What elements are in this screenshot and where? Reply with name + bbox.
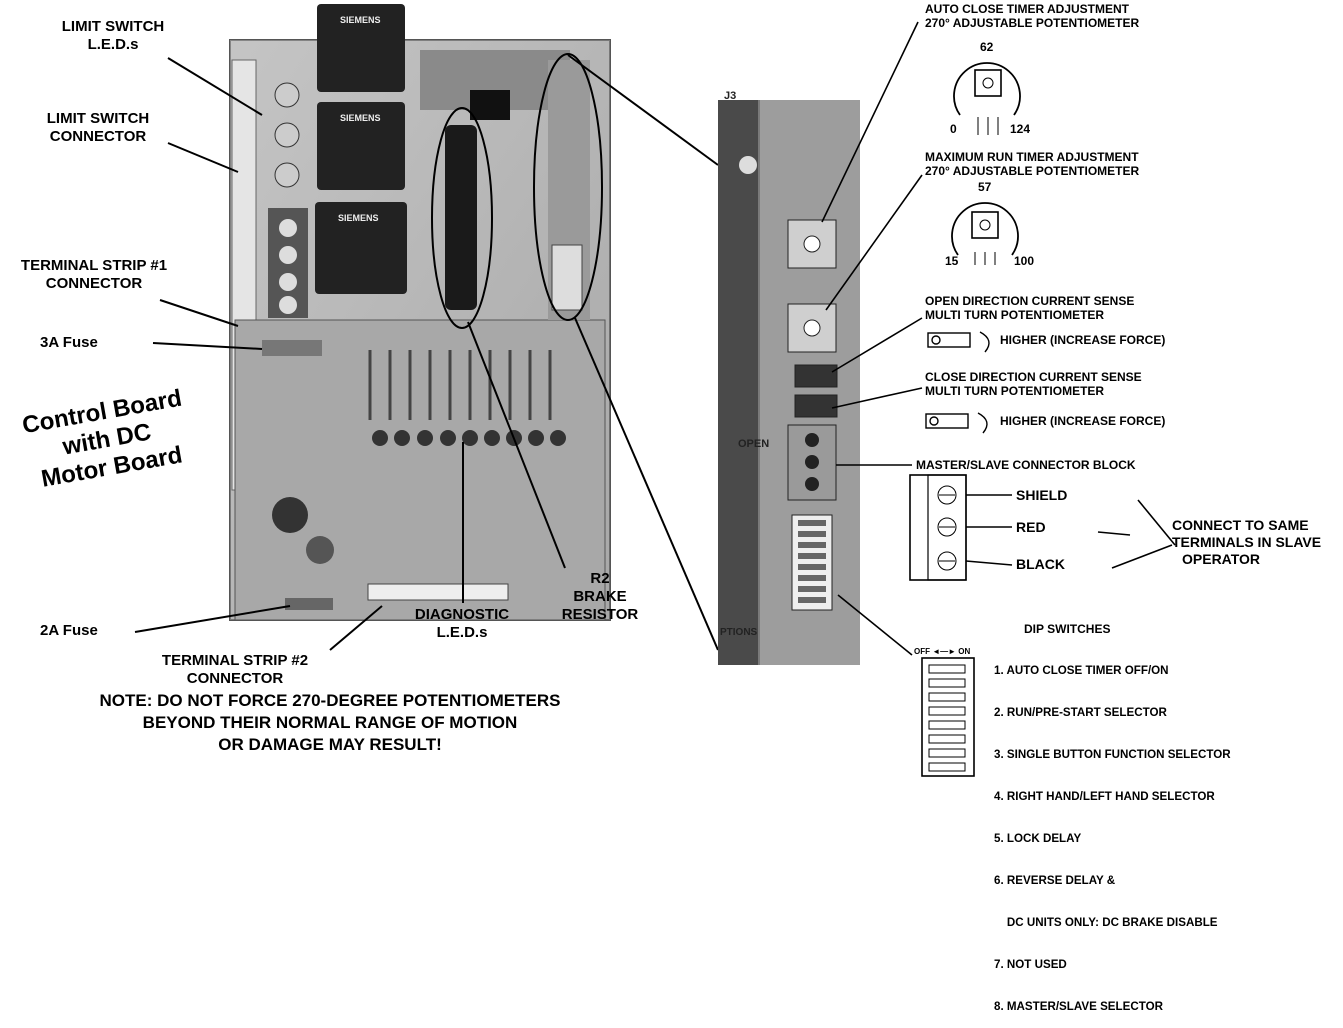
max-run-title: MAXIMUM RUN TIMER ADJUSTMENT 270° ADJUST… bbox=[925, 150, 1140, 178]
board-illustration bbox=[134, 4, 1176, 777]
terminal-strip-1-label: TERMINAL STRIP #1 CONNECTOR bbox=[20, 257, 168, 292]
dip-switches-title: DIP SWITCHES bbox=[1024, 622, 1111, 636]
dip-item: 2. RUN/PRE-START SELECTOR bbox=[994, 706, 1167, 719]
r2-brake-resistor-label: R2 BRAKE RESISTOR bbox=[561, 570, 639, 623]
shield-label: SHIELD bbox=[1016, 487, 1068, 503]
max-run-pot-symbol bbox=[951, 202, 1019, 265]
terminal-strip-1-block bbox=[268, 208, 308, 318]
close-sense-hint: HIGHER (INCREASE FORCE) bbox=[1000, 414, 1166, 428]
relay-label: SIEMENS bbox=[338, 213, 379, 223]
relay-label: SIEMENS bbox=[340, 113, 381, 123]
max-run-min: 15 bbox=[945, 254, 959, 268]
dip-switch-symbol bbox=[921, 657, 975, 777]
detail-open-label: OPEN bbox=[738, 438, 770, 450]
auto-close-title: AUTO CLOSE TIMER ADJUSTMENT 270° ADJUSTA… bbox=[925, 2, 1140, 30]
dip-item: 1. AUTO CLOSE TIMER OFF/ON bbox=[994, 664, 1169, 677]
dip-item: 4. RIGHT HAND/LEFT HAND SELECTOR bbox=[994, 790, 1215, 803]
fuse-3a-label: 3A Fuse bbox=[40, 334, 98, 351]
dip-item: 8. MASTER/SLAVE SELECTOR bbox=[994, 1000, 1163, 1013]
master-slave-block-symbol bbox=[909, 474, 967, 581]
warning-note: NOTE: DO NOT FORCE 270-DEGREE POTENTIOME… bbox=[99, 691, 561, 754]
brake-resistor bbox=[445, 125, 477, 310]
terminal-strip-2-label: TERMINAL STRIP #2 CONNECTOR bbox=[161, 652, 309, 687]
detail-board bbox=[718, 100, 860, 665]
open-sense-hint: HIGHER (INCREASE FORCE) bbox=[1000, 333, 1166, 347]
connector-oval bbox=[533, 53, 603, 321]
auto-close-min: 0 bbox=[950, 122, 957, 136]
black-label: BLACK bbox=[1016, 556, 1065, 572]
relay-label: SIEMENS bbox=[340, 15, 381, 25]
resistor-oval bbox=[431, 107, 493, 329]
master-slave-title: MASTER/SLAVE CONNECTOR BLOCK bbox=[916, 458, 1136, 472]
relay bbox=[317, 4, 405, 92]
dip-item: 6. REVERSE DELAY & bbox=[994, 874, 1116, 887]
limit-switch-connector-label: LIMIT SWITCH CONNECTOR bbox=[46, 110, 150, 145]
open-sense-title: OPEN DIRECTION CURRENT SENSE MULTI TURN … bbox=[925, 294, 1135, 322]
relay bbox=[315, 202, 407, 294]
dip-item: 7. NOT USED bbox=[994, 958, 1067, 971]
leader-lines bbox=[134, 54, 719, 651]
detail-j3-label: J3 bbox=[724, 90, 737, 102]
control-board bbox=[229, 4, 611, 621]
detail-options-label: PTIONS bbox=[720, 627, 758, 638]
diagnostic-leds-label: DIAGNOSTIC L.E.D.s bbox=[414, 606, 510, 641]
auto-close-max: 124 bbox=[1010, 122, 1031, 136]
dip-item: 3. SINGLE BUTTON FUNCTION SELECTOR bbox=[994, 748, 1231, 761]
max-run-max: 100 bbox=[1014, 254, 1035, 268]
relay bbox=[317, 102, 405, 190]
limit-switch-leds-label: LIMIT SWITCH L.E.D.s bbox=[61, 18, 165, 53]
max-run-mid: 57 bbox=[978, 180, 992, 194]
auto-close-pot-symbol bbox=[953, 62, 1021, 135]
dip-item: DC UNITS ONLY: DC BRAKE DISABLE bbox=[994, 916, 1218, 929]
red-label: RED bbox=[1016, 519, 1046, 535]
close-sense-title: CLOSE DIRECTION CURRENT SENSE MULTI TURN… bbox=[925, 370, 1142, 398]
dip-switch-list: 1. AUTO CLOSE TIMER OFF/ON 2. RUN/PRE-ST… bbox=[994, 636, 1231, 1028]
connect-to-same-label: CONNECT TO SAME TERMINALS IN SLAVE OPERA… bbox=[1172, 517, 1322, 567]
dip-off-on-label: OFF ◄—► ON bbox=[914, 647, 971, 656]
fuse-2a-label: 2A Fuse bbox=[40, 622, 98, 639]
dip-item: 5. LOCK DELAY bbox=[994, 832, 1082, 845]
auto-close-mid: 62 bbox=[980, 40, 994, 54]
